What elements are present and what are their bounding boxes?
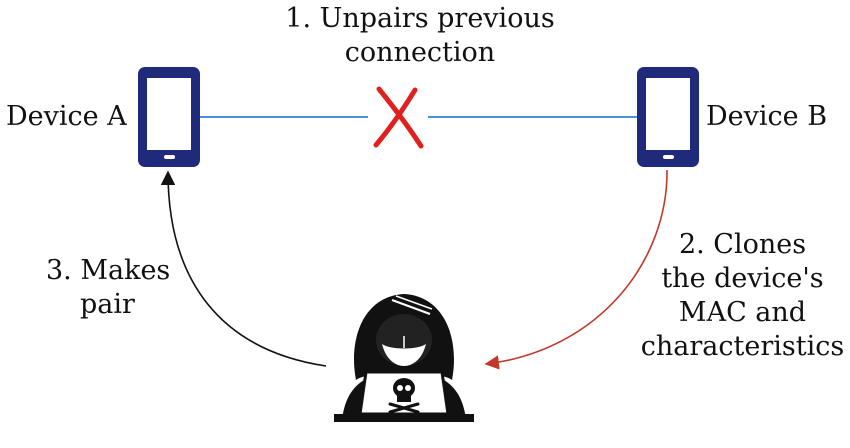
step2-caption: 2. Clones the device's MAC and character…	[635, 228, 850, 364]
step2-line4: characteristics	[640, 331, 845, 362]
device-b-phone-icon	[637, 67, 699, 167]
device-a-label: Device A	[6, 101, 127, 132]
step3-line2: pair	[80, 289, 135, 320]
step3-caption: 3. Makes pair	[46, 254, 170, 322]
step2-line3: MAC and	[678, 297, 807, 328]
step1-caption: 1. Unpairs previous connection	[270, 2, 570, 70]
skull-icon	[388, 378, 420, 414]
hooded-hacker-icon	[334, 294, 474, 422]
step2-line2: the device's	[661, 263, 824, 294]
device-b-label: Device B	[706, 101, 828, 132]
step3-line1: 3. Makes	[46, 255, 171, 286]
clone-arrow	[484, 169, 668, 370]
device-a-phone-icon	[138, 67, 200, 167]
step1-line1: 1. Unpairs previous	[285, 3, 555, 34]
step1-line2: connection	[344, 37, 496, 68]
pair-arrow	[160, 170, 327, 367]
step2-line1: 2. Clones	[678, 229, 807, 260]
x-mark-icon	[373, 86, 424, 149]
